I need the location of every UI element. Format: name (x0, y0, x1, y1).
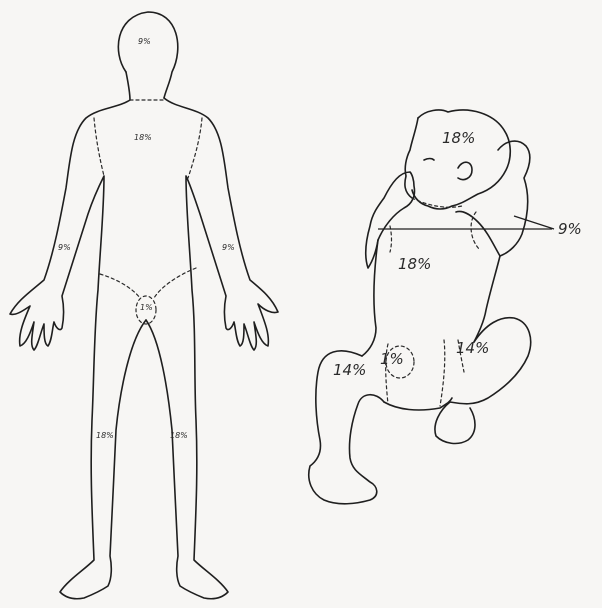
infant-leader-line-far (514, 216, 554, 229)
adult-right-leg-label: 18% (96, 432, 114, 440)
infant-trunk-label: 18% (398, 257, 431, 272)
adult-left-leg-label: 18% (170, 432, 188, 440)
infant-head-label: 18% (442, 131, 475, 146)
infant-perineum-label: 1% (380, 352, 404, 367)
adult-perineum-label: 1% (140, 304, 153, 312)
infant-diaper-edge (384, 398, 452, 410)
infant-far-arm (456, 141, 530, 256)
infant-face-outline (405, 118, 418, 198)
adult-head-label: 9% (138, 38, 151, 46)
infant-near-arm (366, 172, 415, 268)
adult-trunk-label: 18% (134, 134, 152, 142)
infant-right-leg-label: 14% (456, 341, 489, 356)
infant-shoulder-boundary (390, 212, 480, 252)
infant-eye (424, 159, 434, 161)
adult-left-arm-label: 9% (222, 244, 235, 252)
adult-right-arm-label: 9% (58, 244, 71, 252)
infant-ear (458, 162, 472, 179)
infant-arms-label: 9% (558, 222, 582, 237)
infant-left-leg-label: 14% (333, 363, 366, 378)
infant-right-leg (435, 318, 531, 444)
